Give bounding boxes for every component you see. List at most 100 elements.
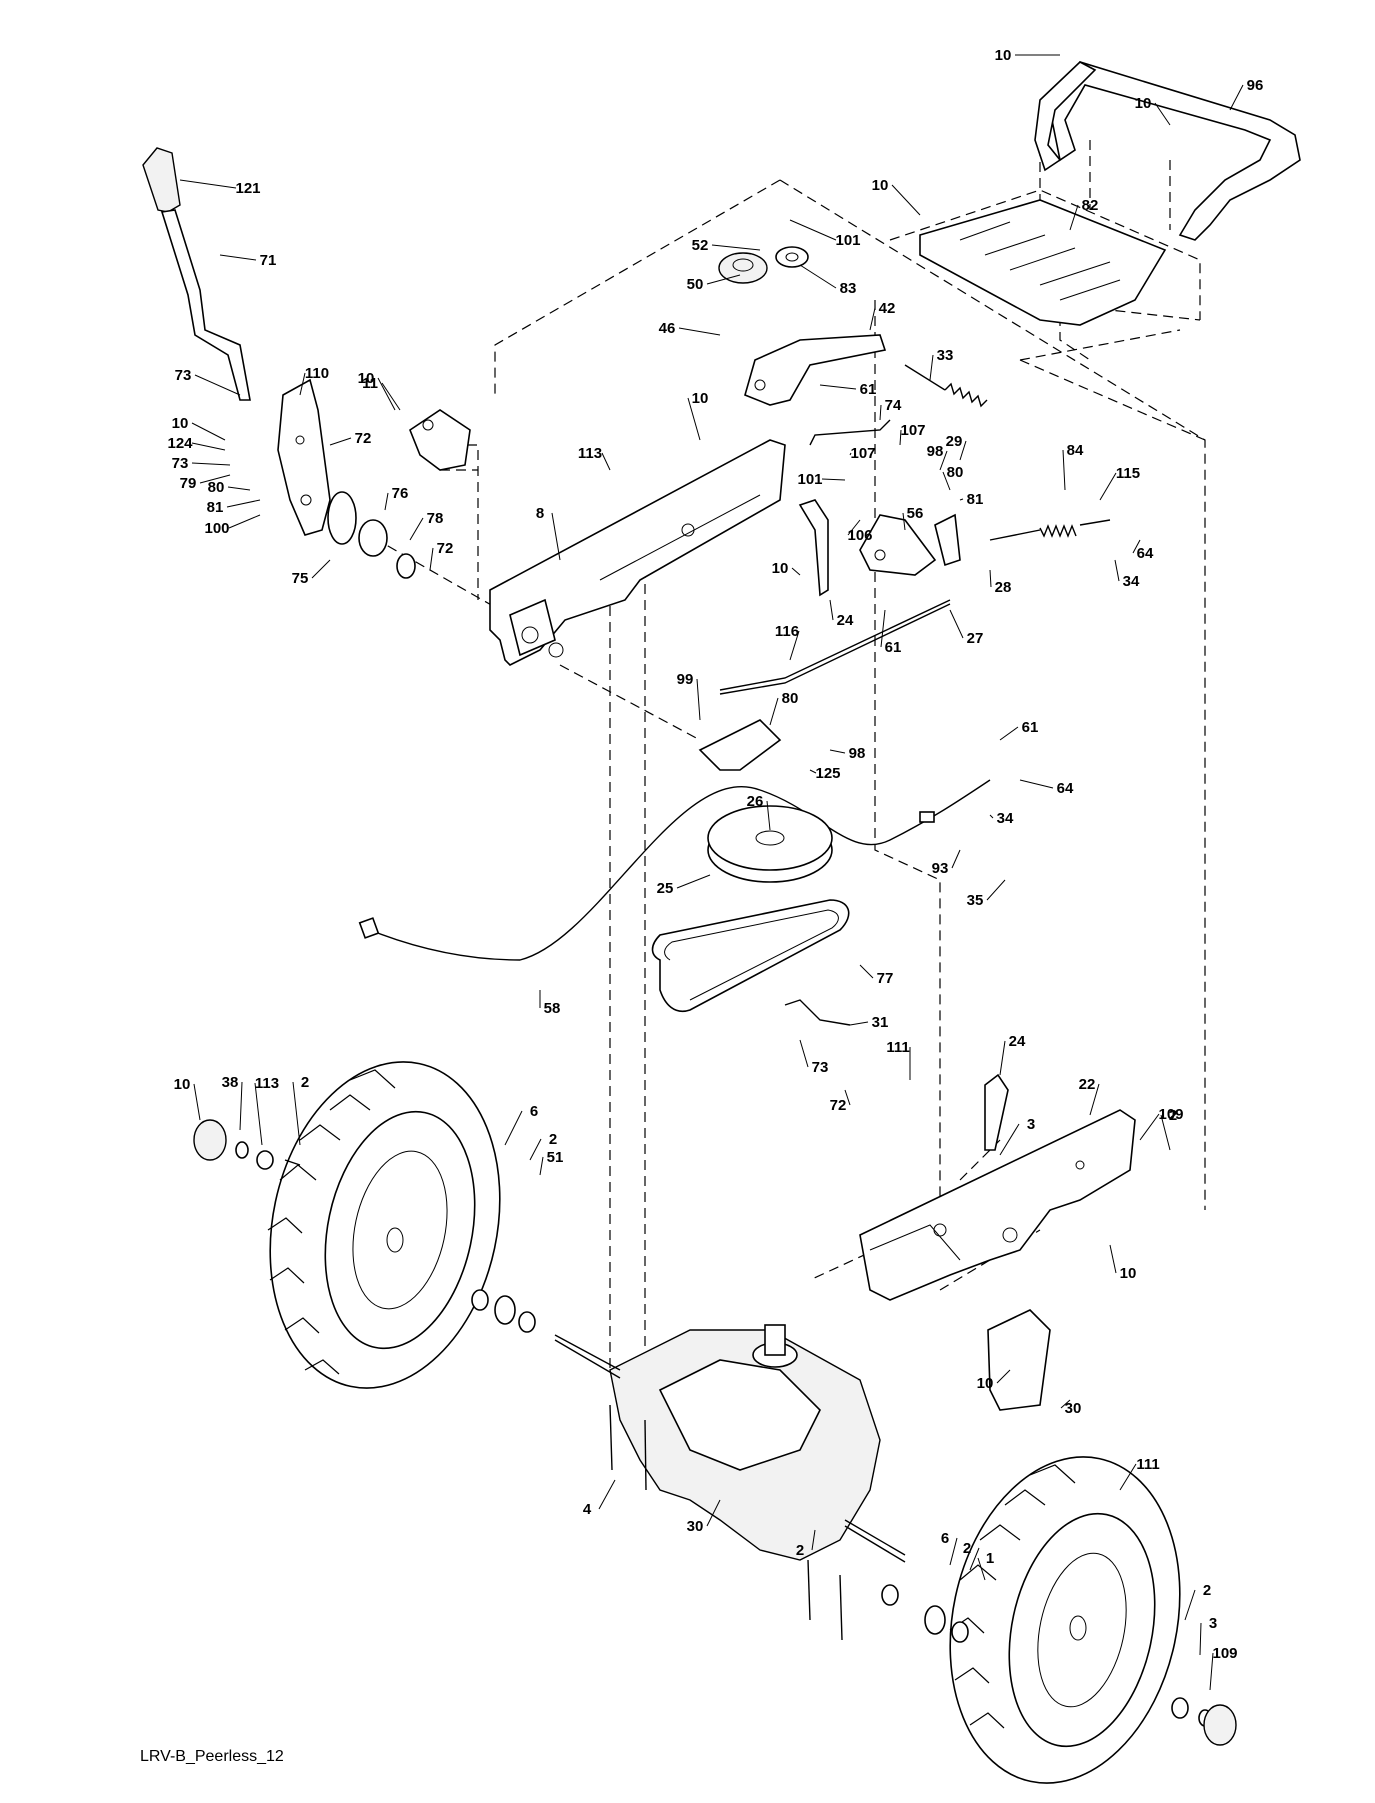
leader-113 [601,452,611,471]
leader-6 [949,1537,958,1566]
callout-30: 30 [1065,1400,1082,1417]
right-hub-parts [881,1584,1237,1746]
callout-24: 24 [1009,1033,1026,1050]
callout-110: 110 [305,365,329,382]
leader-10 [791,567,801,576]
leader-33 [929,354,934,381]
leader-111 [1119,1463,1137,1491]
callout-78: 78 [427,510,444,527]
callout-10: 10 [358,370,375,387]
callout-50: 50 [687,276,704,293]
callout-73: 73 [175,367,192,384]
callout-72: 72 [437,540,454,557]
leader-101 [821,478,846,481]
pulley-25 [707,805,833,883]
leader-80 [942,471,951,491]
leader-71 [219,254,257,261]
callout-38: 38 [222,1074,239,1091]
leader-109 [1209,1652,1214,1691]
leader-10 [891,184,921,216]
callout-82: 82 [1082,197,1099,214]
callout-81: 81 [967,491,984,508]
callout-109: 109 [1212,1645,1237,1662]
leader-8 [551,512,561,561]
arm-31 [784,999,851,1026]
leader-80 [769,697,779,726]
callout-10: 10 [977,1375,994,1392]
callout-73: 73 [812,1059,829,1076]
leader-110 [299,372,306,396]
leader-31 [849,1021,869,1026]
callout-111: 111 [1136,1456,1159,1473]
leader-73 [191,462,231,466]
callout-76: 76 [392,485,409,502]
leader-46 [678,327,721,336]
leader-30 [1060,1399,1071,1409]
leader-81 [959,498,964,501]
callout-24: 24 [837,612,854,629]
callout-111: 111 [886,1039,909,1056]
callout-109: 109 [1158,1106,1183,1123]
callout-3: 3 [1209,1615,1217,1632]
leader-73 [799,1039,809,1068]
leader-25 [676,874,711,889]
callout-8: 8 [536,505,544,522]
leader-10 [193,1083,201,1121]
bracket-125 [698,719,782,771]
callout-31: 31 [872,1014,889,1031]
leader-64 [1132,539,1141,554]
callout-2: 2 [1203,1582,1211,1599]
callout-101: 101 [797,471,822,488]
leader-2 [529,1138,542,1161]
leader-11 [381,382,401,411]
leader-10 [1154,102,1171,126]
leader-10 [1109,1244,1117,1274]
leader-1 [977,1557,986,1581]
transaxle-4 [554,1324,906,1563]
leader-121 [179,179,237,189]
callout-93: 93 [932,860,949,877]
leader-109 [1139,1113,1160,1141]
callout-72: 72 [355,430,372,447]
leader-3 [999,1123,1020,1156]
callout-4: 4 [583,1501,592,1518]
callout-72: 72 [830,1097,847,1114]
callout-30: 30 [687,1518,704,1535]
leader-75 [311,559,331,579]
callout-29: 29 [946,433,963,450]
leader-96 [1229,84,1244,111]
callout-116: 116 [775,623,799,640]
callout-101: 101 [835,232,860,249]
leader-78 [409,517,424,541]
leader-24 [829,599,834,621]
leader-35 [986,879,1006,901]
leader-100 [228,514,261,529]
callout-80: 80 [947,464,964,481]
leader-4 [598,1479,616,1510]
bracket-51 [987,1309,1051,1411]
callout-106: 106 [847,527,872,544]
leader-52 [711,244,761,251]
callout-10: 10 [692,390,709,407]
leader-125 [809,769,817,774]
leader-10 [687,397,701,441]
callout-96: 96 [1247,77,1264,94]
leader-115 [1099,472,1117,501]
callout-61: 61 [885,639,902,656]
leader-116 [789,630,800,661]
leader-10 [191,422,226,441]
callout-34: 34 [997,810,1014,827]
callout-107: 107 [900,422,925,439]
callout-26: 26 [747,793,764,810]
mounting-plate-82 [919,199,1167,326]
bracket-11 [409,409,471,471]
leader-34 [989,814,994,819]
pedal-bracket-110 [277,378,331,536]
assembly-guide-lines [359,130,1206,1370]
callout-80: 80 [208,479,225,496]
callout-leaders [179,54,1244,1691]
rod-74 [809,419,891,446]
